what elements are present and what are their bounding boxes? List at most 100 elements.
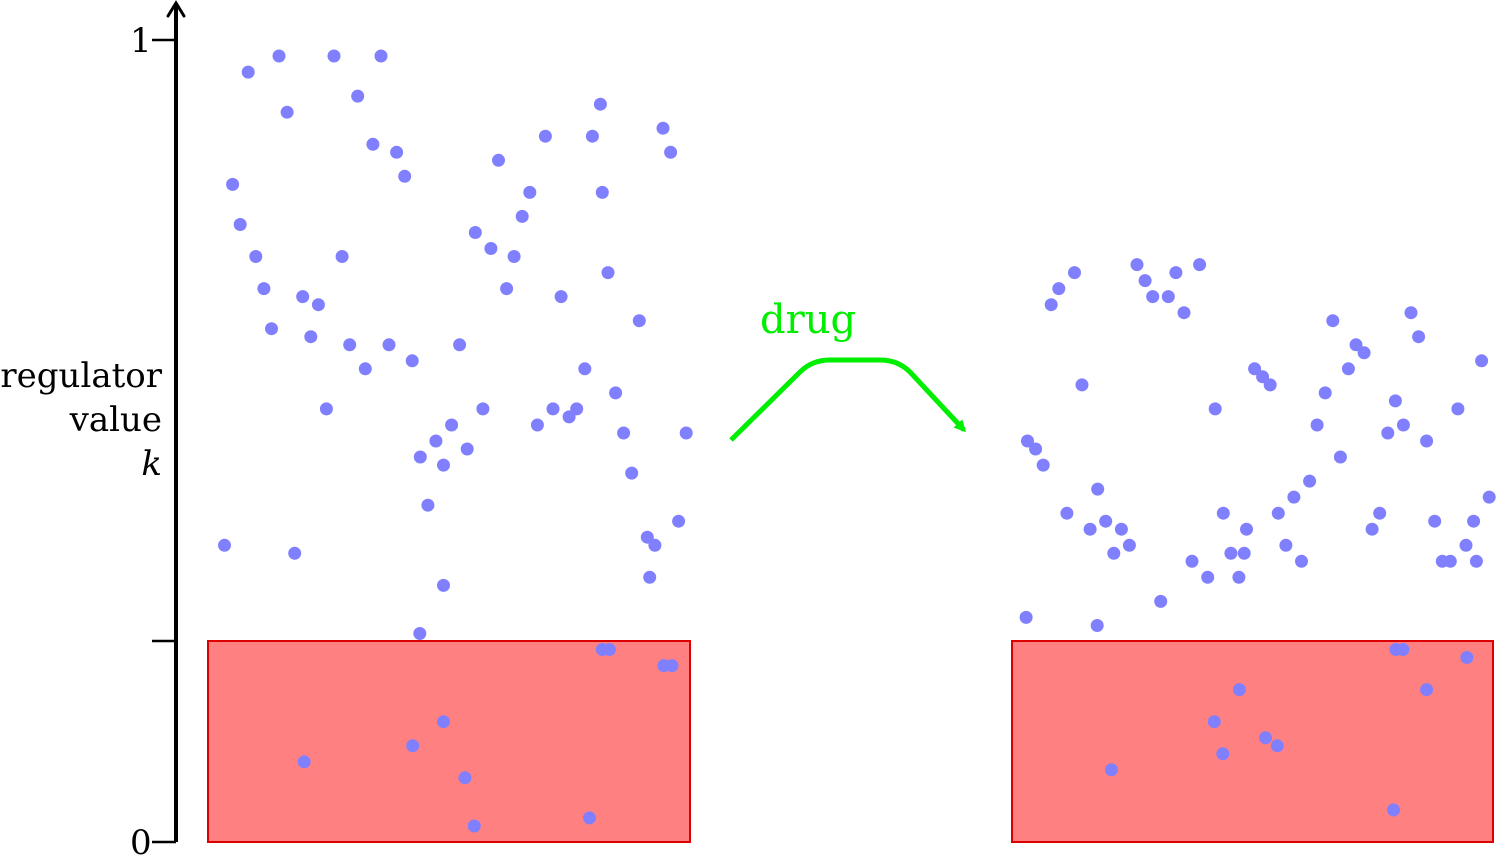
data-point-panel2-35 xyxy=(1295,554,1308,568)
data-points xyxy=(218,49,1496,833)
data-point-panel2-12 xyxy=(1114,522,1128,536)
data-point-panel2-27 xyxy=(1232,570,1246,584)
data-point-panel2-43 xyxy=(1357,346,1371,360)
data-point-panel1-10 xyxy=(296,290,310,304)
data-point-panel1-67 xyxy=(583,811,596,825)
data-point-panel1-1 xyxy=(226,177,240,191)
data-point-panel1-12 xyxy=(311,298,325,312)
y-axis-arrowhead xyxy=(166,0,186,18)
data-point-panel2-34 xyxy=(1287,490,1301,504)
data-point-panel2-36 xyxy=(1303,474,1317,488)
data-point-panel2-30 xyxy=(1256,370,1270,384)
data-point-panel1-57 xyxy=(664,145,678,159)
tick-label-one: 1 xyxy=(130,21,152,61)
data-point-panel2-2 xyxy=(1036,458,1050,472)
data-point-panel2-1 xyxy=(1029,442,1043,456)
data-point-panel1-26 xyxy=(421,498,435,512)
data-point-panel2-10 xyxy=(1099,514,1113,528)
data-point-panel1-48 xyxy=(593,97,607,111)
data-point-panel1-51 xyxy=(617,426,631,440)
data-point-panel2-20 xyxy=(1177,306,1191,320)
data-point-panel1-17 xyxy=(351,89,365,103)
data-point-panel1-38 xyxy=(515,209,529,223)
data-point-panel2-59 xyxy=(1482,490,1496,504)
data-point-panel1-64 xyxy=(437,578,450,592)
data-point-panel2-6 xyxy=(1068,266,1081,280)
data-point-panel1-43 xyxy=(554,290,568,304)
data-point-panel1-16 xyxy=(343,338,357,352)
data-point-panel2-68 xyxy=(1270,739,1284,753)
data-point-panel1-61 xyxy=(406,739,420,753)
data-point-panel2-26 xyxy=(1224,546,1238,560)
y-axis-title: regulator value k xyxy=(0,354,162,486)
data-point-panel2-67 xyxy=(1259,731,1272,745)
data-point-panel1-34 xyxy=(484,242,498,255)
data-point-panel1-40 xyxy=(530,418,544,432)
data-point-panel1-69 xyxy=(595,185,609,199)
drug-arrow xyxy=(729,357,967,442)
data-point-panel1-30 xyxy=(453,338,467,352)
data-point-panel2-54 xyxy=(1443,554,1457,568)
data-point-panel1-63 xyxy=(437,715,450,729)
data-point-panel2-74 xyxy=(1469,554,1483,568)
data-point-panel2-17 xyxy=(1154,594,1168,608)
data-point-panel2-18 xyxy=(1161,290,1175,304)
data-point-panel1-59 xyxy=(679,426,693,440)
data-point-panel1-33 xyxy=(476,402,490,416)
data-point-panel1-7 xyxy=(272,49,286,63)
data-point-panel2-15 xyxy=(1138,274,1152,288)
data-point-panel2-21 xyxy=(1185,554,1199,568)
data-point-panel1-32 xyxy=(468,226,482,239)
data-point-panel2-51 xyxy=(1420,434,1434,448)
data-point-panel1-0 xyxy=(218,538,231,552)
data-point-panel1-11 xyxy=(304,330,318,344)
y-axis-title-line2: value xyxy=(69,400,162,440)
data-point-panel2-48 xyxy=(1396,418,1410,432)
data-point-panel2-8 xyxy=(1083,522,1097,536)
data-point-panel1-9 xyxy=(288,546,302,560)
threshold-region-before xyxy=(207,640,691,843)
data-point-panel2-69 xyxy=(1387,803,1400,817)
data-point-panel2-40 xyxy=(1333,450,1347,464)
data-point-panel2-52 xyxy=(1428,514,1442,528)
data-point-panel2-38 xyxy=(1318,386,1332,400)
data-point-panel1-41 xyxy=(538,129,552,143)
data-point-panel1-3 xyxy=(241,65,255,79)
data-point-panel1-6 xyxy=(265,322,278,336)
data-point-panel1-39 xyxy=(523,185,537,199)
data-point-panel2-33 xyxy=(1279,538,1293,552)
data-point-panel2-23 xyxy=(1201,570,1215,584)
data-point-panel2-62 xyxy=(1104,763,1118,777)
data-point-panel2-58 xyxy=(1475,354,1489,368)
data-point-panel1-42 xyxy=(546,402,560,416)
data-point-panel1-20 xyxy=(374,49,388,63)
data-point-panel1-60 xyxy=(297,755,311,769)
data-point-panel2-9 xyxy=(1091,482,1105,496)
data-point-panel2-42 xyxy=(1349,338,1363,352)
y-axis-title-line1: regulator xyxy=(0,356,162,396)
data-point-panel2-72 xyxy=(1420,683,1434,697)
data-point-panel1-54 xyxy=(640,530,654,544)
data-point-panel2-49 xyxy=(1404,306,1418,320)
data-point-panel1-14 xyxy=(327,49,341,63)
data-point-panel2-16 xyxy=(1146,290,1160,304)
data-point-panel1-46 xyxy=(578,362,592,376)
data-point-panel1-71 xyxy=(643,570,657,584)
data-point-panel1-15 xyxy=(335,250,349,263)
data-point-panel1-47 xyxy=(585,129,599,143)
data-point-panel1-27 xyxy=(429,434,443,448)
data-point-panel1-55 xyxy=(648,538,662,552)
data-point-panel2-25 xyxy=(1216,506,1230,520)
data-point-panel1-66 xyxy=(467,819,481,833)
data-point-panel2-66 xyxy=(1237,546,1251,560)
data-point-panel1-70 xyxy=(602,643,616,656)
data-point-panel2-71 xyxy=(1396,643,1410,656)
data-point-panel2-24 xyxy=(1208,402,1222,416)
data-point-panel1-65 xyxy=(458,771,472,785)
data-point-panel1-50 xyxy=(609,386,623,400)
data-point-panel2-45 xyxy=(1373,506,1387,520)
data-point-panel1-73 xyxy=(665,659,679,673)
data-point-panel2-11 xyxy=(1107,546,1121,560)
data-point-panel1-37 xyxy=(507,250,521,263)
